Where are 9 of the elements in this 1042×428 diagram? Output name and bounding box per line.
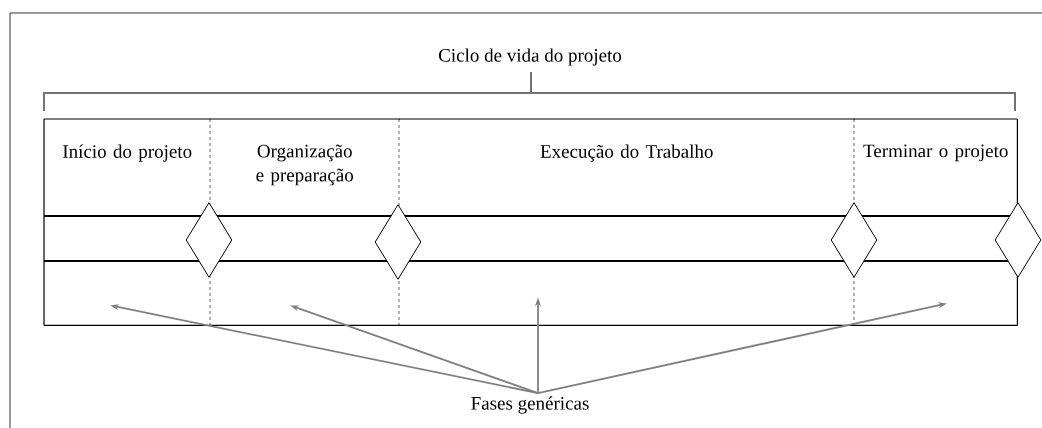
phase-column: Início do projeto <box>43 118 211 326</box>
phase-column: Organização e preparação <box>209 118 400 326</box>
phase-column: Execução do Trabalho <box>398 118 855 326</box>
title: Ciclo de vida do projeto <box>439 48 622 66</box>
milestone-diamond <box>185 202 233 278</box>
milestone-diamond <box>374 204 422 280</box>
milestone-diamond <box>994 202 1042 278</box>
phase-caption: Fases genéricas <box>471 396 589 414</box>
milestone-diamond <box>830 202 878 278</box>
